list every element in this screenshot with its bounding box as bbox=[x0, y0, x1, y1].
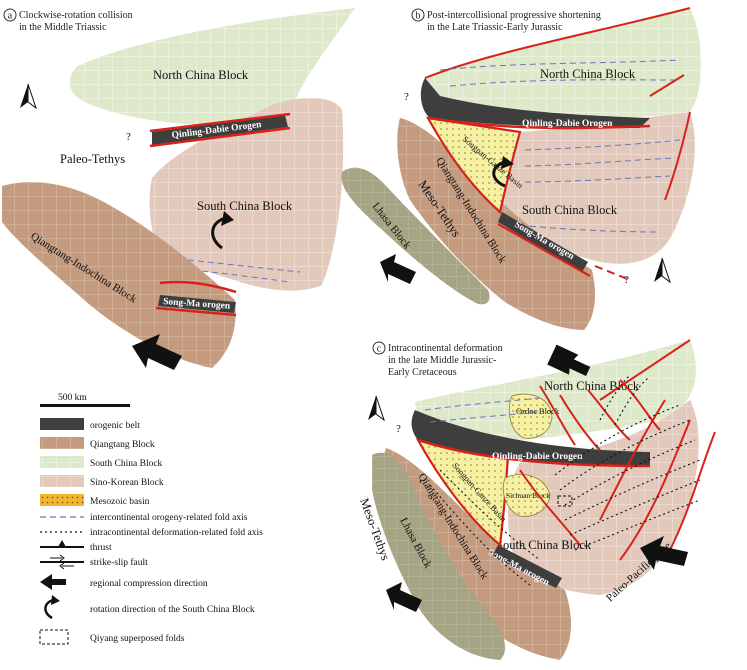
panel-b-qinling-orogen bbox=[420, 78, 650, 128]
legend-swatch-thrust-icon bbox=[40, 540, 84, 548]
panel-c-lhasa-block bbox=[372, 452, 506, 660]
panel-a-south-china-label: South China Block bbox=[197, 199, 293, 213]
panel-a-compression-arrow-icon bbox=[132, 334, 182, 370]
panel-a-question: ? bbox=[126, 131, 131, 143]
panel-b-letter-circle bbox=[411, 8, 425, 22]
panel-b-songpan-basin bbox=[425, 116, 522, 215]
panel-b-qinling-label: Qinling-Dabie Orogen bbox=[522, 119, 613, 129]
panel-b-compression-arrow-icon bbox=[380, 254, 416, 284]
panel-c-question: ? bbox=[396, 423, 401, 435]
panel-a-north-arrow-icon bbox=[20, 83, 37, 110]
legend-label-orogenic-belt: orogenic belt bbox=[90, 421, 140, 431]
panel-b-caption-1: Post-intercollisional progressive shorte… bbox=[427, 10, 601, 21]
scale-bar bbox=[40, 404, 130, 407]
legend-swatch-rotation-icon bbox=[44, 595, 60, 620]
panel-c-letter-circle bbox=[372, 341, 386, 355]
panel-a-qinling-thrust bbox=[149, 126, 291, 148]
panel-a-north-china-label: North China Block bbox=[153, 68, 249, 82]
legend-label-thrust: thrust bbox=[90, 543, 112, 553]
scale-bar-label: 500 km bbox=[58, 393, 87, 403]
legend-swatch-compression-icon bbox=[40, 574, 66, 590]
panel-b-letter: b bbox=[416, 11, 421, 22]
panel-a-north-china-block bbox=[69, 8, 355, 125]
panel-b-rotation-icon bbox=[492, 160, 506, 188]
panel-b-north-arrow-icon bbox=[654, 257, 671, 284]
panel-b-lhasa-block bbox=[341, 167, 490, 305]
panel-b-question: ? bbox=[404, 91, 409, 103]
legend-swatch-mesozoic-basin bbox=[40, 494, 84, 506]
panel-c-qinling-thrust bbox=[417, 438, 651, 468]
panel-b-south-china-block bbox=[498, 112, 695, 264]
legend-swatch-qiyang bbox=[39, 629, 69, 645]
legend-label-mesozoic-basin: Mesozoic basin bbox=[90, 497, 150, 507]
panel-a-letter-circle bbox=[3, 8, 17, 22]
panel-c-orogeny-fold-axes bbox=[424, 397, 541, 423]
panel-c-songma-orogen bbox=[492, 545, 562, 588]
panel-a-songma-label: Song-Ma orogen bbox=[163, 297, 231, 312]
panel-b-fold-axes bbox=[439, 59, 681, 233]
panel-b-songma-orogen bbox=[498, 212, 588, 272]
panel-b-question-2: ? bbox=[624, 274, 629, 286]
panel-b-north-china-block bbox=[425, 8, 702, 120]
panel-a-rotation-arrowhead-icon bbox=[221, 211, 234, 226]
panel-c-sichuan-block bbox=[502, 474, 551, 517]
panel-c-sichuan-label: Sichuan Block bbox=[506, 491, 550, 500]
legend-label-south-china: South China Block bbox=[90, 459, 163, 469]
panel-a-letter: a bbox=[8, 11, 13, 22]
panel-c-compression-arrow-top-icon bbox=[547, 344, 591, 376]
legend-swatch-qiangtang bbox=[40, 437, 84, 449]
legend-label-strike-slip: strike-slip fault bbox=[90, 557, 148, 568]
panel-a: a Clockwise-rotation collision in the Mi… bbox=[2, 8, 355, 370]
legend-swatch-south-china bbox=[40, 456, 84, 468]
panel-c-ordos-block bbox=[508, 393, 553, 439]
panel-a-caption-1: Clockwise-rotation collision bbox=[19, 10, 133, 21]
legend-swatch-orogenic-belt bbox=[40, 418, 84, 430]
panel-c-north-arrow-icon bbox=[368, 395, 385, 422]
legend-label-intra-fold: intracontinental deformation-related fol… bbox=[90, 527, 263, 538]
panel-c-south-china-label: South China Block bbox=[496, 538, 592, 552]
legend-label-qiangtang: Qiangtang Block bbox=[90, 440, 155, 450]
panel-a-songma-orogen bbox=[158, 295, 236, 313]
panel-a-south-china-block bbox=[149, 97, 344, 291]
panel-c-letter: c bbox=[377, 344, 382, 355]
panel-c-compression-arrow-left-icon bbox=[386, 582, 422, 612]
legend-label-orogeny-fold: intercontinental orogeny-related fold ax… bbox=[90, 512, 248, 523]
legend-swatch-strike-slip-icon bbox=[40, 554, 84, 570]
panel-c: c Intracontinental deformation in the la… bbox=[357, 339, 716, 660]
panel-c-caption-1: Intracontinental deformation bbox=[388, 343, 503, 354]
panel-a-qiangtang-block bbox=[2, 182, 236, 368]
panel-a-songma-thrust bbox=[155, 306, 237, 317]
panel-b-caption-2: in the Late Triassic-Early Jurassic bbox=[427, 22, 563, 33]
panel-a-paleo-tethys-label: Paleo-Tethys bbox=[60, 152, 125, 166]
panel-c-compression-arrow-right-icon bbox=[640, 536, 688, 570]
panel-c-fold-axes bbox=[429, 374, 701, 586]
legend-label-sino-korean: Sino-Korean Block bbox=[90, 478, 164, 488]
panel-a-caption-2: in the Middle Triassic bbox=[19, 22, 107, 33]
legend: 500 km orogenic belt Qiangtang Block Sou… bbox=[39, 393, 263, 645]
panel-b-south-china-label: South China Block bbox=[522, 203, 618, 217]
panel-b-qinling-thrust bbox=[427, 116, 651, 130]
panel-b: b Post-intercollisional progressive shor… bbox=[341, 7, 702, 330]
legend-label-rotation: rotation direction of the South China Bl… bbox=[90, 604, 255, 615]
panel-b-north-china-label: North China Block bbox=[540, 67, 636, 81]
panel-a-qinling-orogen bbox=[152, 115, 288, 145]
legend-label-qiyang: Qiyang superposed folds bbox=[90, 633, 185, 644]
legend-label-compression: regional compression direction bbox=[90, 579, 208, 589]
panel-c-qiyang-box bbox=[557, 495, 573, 507]
panel-c-ordos-label: Ordos Block bbox=[516, 406, 560, 416]
panel-c-qiangtang-block bbox=[383, 448, 572, 660]
panel-b-qiangtang-block bbox=[397, 118, 596, 330]
panel-c-caption-2: in the late Middle Jurassic- bbox=[388, 355, 496, 366]
legend-swatch-sino-korean bbox=[40, 475, 84, 487]
panel-c-thrusts bbox=[519, 339, 716, 561]
panel-c-qinling-label: Qinling-Dabie Orogen bbox=[492, 452, 583, 462]
panel-c-caption-3: Early Cretaceous bbox=[388, 367, 457, 378]
